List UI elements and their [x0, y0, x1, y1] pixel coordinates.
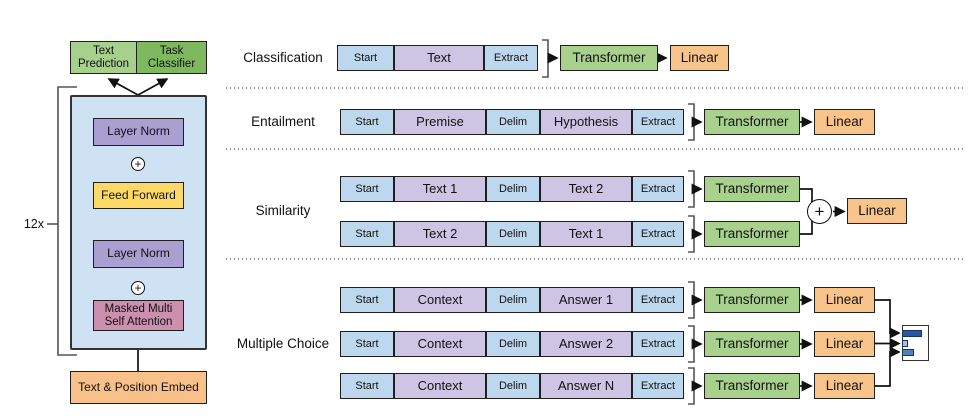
token-start: Start	[340, 221, 394, 247]
residual-add-icon: +	[131, 157, 145, 171]
token-text-2: Text 2	[394, 221, 486, 247]
section-separator	[226, 258, 966, 260]
token-extract: Extract	[632, 331, 684, 357]
bracket	[688, 367, 695, 405]
transformer-box: Transformer	[704, 287, 800, 313]
token-delim: Delim	[486, 176, 540, 202]
attention-label-line2: Self Attention	[104, 315, 173, 328]
bracket	[542, 39, 549, 78]
feed-forward-label: Feed Forward	[101, 187, 176, 202]
repeat-count-text: 12x	[23, 217, 44, 231]
token-text-1: Text 1	[394, 176, 486, 202]
bracket	[688, 325, 695, 363]
plus-symbol: +	[134, 281, 142, 295]
linear-box: Linear	[814, 373, 875, 399]
linear-box: Linear	[814, 109, 875, 135]
task-label-similarity: Similarity	[255, 203, 311, 219]
plus-symbol: +	[134, 157, 142, 171]
task-label-entailment: Entailment	[251, 114, 315, 130]
token-start: Start	[340, 176, 394, 202]
token-text: Text	[394, 45, 484, 71]
transformer-box: Transformer	[704, 373, 800, 399]
score-bar	[902, 329, 922, 337]
token-context: Context	[394, 373, 486, 399]
plus-symbol: +	[814, 201, 825, 221]
token-hypothesis: Hypothesis	[540, 109, 632, 135]
task-classifier-head: Task Classifier	[137, 42, 206, 73]
token-start: Start	[337, 45, 394, 71]
bracket	[688, 170, 695, 208]
output-heads-box: Text Prediction Task Classifier	[70, 41, 207, 74]
feed-forward-box: Feed Forward	[93, 182, 184, 209]
token-start: Start	[340, 373, 394, 399]
transformer-box: Transformer	[704, 109, 800, 135]
transformer-box: Transformer	[704, 176, 800, 202]
repeat-count-label: 12x	[14, 217, 44, 231]
token-extract: Extract	[632, 109, 684, 135]
arrow-to-task-classifier	[137, 78, 169, 96]
repeat-bracket	[47, 86, 77, 356]
layer-norm-bottom-box: Layer Norm	[93, 240, 184, 268]
linear-box: Linear	[814, 331, 875, 357]
layer-norm-top-box: Layer Norm	[93, 118, 184, 146]
token-delim: Delim	[486, 373, 540, 399]
token-answer-2: Answer 2	[540, 331, 632, 357]
linear-box: Linear	[670, 45, 729, 71]
bracket	[688, 215, 695, 253]
token-context: Context	[394, 331, 486, 357]
text-prediction-label: Text Prediction	[77, 44, 130, 70]
token-text-2: Text 2	[540, 176, 632, 202]
token-answer-1: Answer 1	[540, 287, 632, 313]
attention-label-line1: Masked Multi	[104, 302, 173, 315]
token-delim: Delim	[486, 287, 540, 313]
linear-box: Linear	[847, 198, 907, 224]
embed-label: Text & Position Embed	[78, 379, 199, 394]
text-prediction-head: Text Prediction	[71, 42, 138, 73]
score-bar	[902, 348, 914, 356]
sum-combiner-icon: +	[807, 199, 832, 224]
arrow-to-text-prediction	[107, 78, 139, 96]
token-text-1: Text 1	[540, 221, 632, 247]
token-start: Start	[340, 331, 394, 357]
task-label-classification: Classification	[243, 50, 323, 66]
token-extract: Extract	[632, 221, 684, 247]
task-label-multiple-choice: Multiple Choice	[236, 336, 330, 352]
token-extract: Extract	[632, 373, 684, 399]
token-extract: Extract	[632, 287, 684, 313]
token-extract: Extract	[632, 176, 684, 202]
transformer-box: Transformer	[560, 45, 658, 71]
score-bar	[902, 339, 908, 347]
score-connector	[875, 346, 901, 387]
token-answer-n: Answer N	[540, 373, 632, 399]
bracket	[57, 86, 77, 356]
token-start: Start	[340, 287, 394, 313]
embed-box: Text & Position Embed	[70, 371, 207, 404]
token-delim: Delim	[486, 109, 540, 135]
residual-add-icon: +	[131, 281, 145, 295]
bracket	[688, 103, 695, 141]
masked-attention-box: Masked Multi Self Attention	[93, 300, 184, 331]
token-premise: Premise	[394, 109, 486, 135]
section-separator	[226, 87, 966, 89]
token-context: Context	[394, 287, 486, 313]
transformer-box: Transformer	[704, 221, 800, 247]
linear-box: Linear	[814, 287, 875, 313]
bracket	[688, 281, 695, 319]
token-delim: Delim	[486, 221, 540, 247]
layer-norm-label: Layer Norm	[107, 246, 170, 261]
token-delim: Delim	[486, 331, 540, 357]
score-connector	[875, 299, 901, 339]
section-separator	[226, 148, 966, 150]
transformer-box: Transformer	[704, 331, 800, 357]
token-start: Start	[340, 109, 394, 135]
task-classifier-label: Task Classifier	[147, 44, 196, 70]
layer-norm-label: Layer Norm	[107, 124, 170, 139]
token-extract: Extract	[484, 45, 538, 71]
